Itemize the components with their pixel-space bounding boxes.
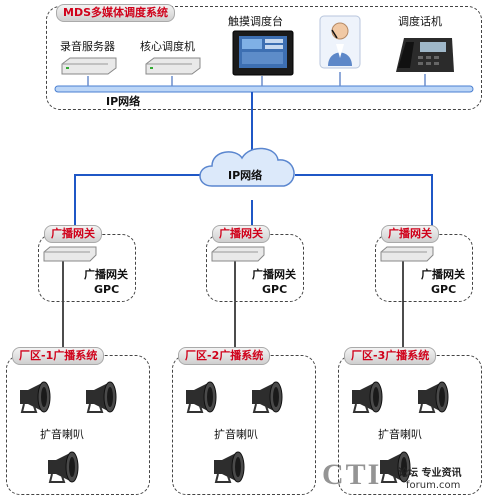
gateway-label-2: 广播网关 bbox=[252, 268, 296, 281]
watermark-logo: CTI bbox=[322, 458, 382, 491]
horn-speaker-icon bbox=[80, 380, 120, 414]
link-right bbox=[295, 174, 433, 230]
recording-server-label: 录音服务器 bbox=[60, 40, 115, 53]
horn-speaker-icon bbox=[14, 380, 54, 414]
gateway-device-icon-2 bbox=[210, 246, 266, 262]
gateway-model-2: GPC bbox=[262, 283, 288, 296]
mds-system-box bbox=[46, 6, 482, 110]
horn-speaker-icon bbox=[42, 450, 82, 484]
gateway-title-2: 广播网关 bbox=[212, 225, 270, 243]
horn-speaker-icon bbox=[412, 380, 452, 414]
gateway-device-icon-1 bbox=[42, 246, 98, 262]
gateway-model-1: GPC bbox=[94, 283, 120, 296]
speaker-label-2: 扩音喇叭 bbox=[214, 428, 258, 441]
watermark-text-2: forum.com bbox=[406, 480, 461, 491]
horn-speaker-icon bbox=[246, 380, 286, 414]
cloud-label: IP网络 bbox=[228, 169, 263, 182]
gateway-label-1: 广播网关 bbox=[84, 268, 128, 281]
recording-server-icon bbox=[60, 56, 118, 76]
touch-console-label: 触摸调度台 bbox=[228, 15, 283, 28]
speaker-label-1: 扩音喇叭 bbox=[40, 428, 84, 441]
horn-speaker-icon bbox=[208, 450, 248, 484]
gateway-title-1: 广播网关 bbox=[44, 225, 102, 243]
core-dispatcher-label: 核心调度机 bbox=[140, 40, 195, 53]
operator-headset-icon bbox=[318, 14, 362, 70]
core-dispatcher-icon bbox=[144, 56, 202, 76]
ip-bus-bar bbox=[54, 85, 474, 93]
ip-bus-label: IP网络 bbox=[106, 95, 141, 108]
device-drops bbox=[87, 72, 426, 86]
dispatch-phone-icon bbox=[392, 32, 456, 74]
cloud-icon bbox=[199, 147, 295, 187]
gateway-device-icon-3 bbox=[379, 246, 435, 262]
horn-speaker-icon bbox=[346, 380, 386, 414]
gateway-model-3: GPC bbox=[431, 283, 457, 296]
watermark: CTI 论坛 专业资讯 forum.com bbox=[322, 458, 488, 498]
zone-title-1: 厂区-1广播系统 bbox=[12, 347, 105, 365]
zone-title-3: 厂区-3广播系统 bbox=[344, 347, 437, 365]
watermark-text-1: 论坛 专业资讯 bbox=[398, 468, 462, 479]
link-left bbox=[74, 174, 210, 230]
mds-title: MDS多媒体调度系统 bbox=[56, 4, 175, 22]
zone-title-2: 厂区-2广播系统 bbox=[178, 347, 271, 365]
dispatch-phone-label: 调度话机 bbox=[398, 15, 442, 28]
gateway-title-3: 广播网关 bbox=[381, 225, 439, 243]
gateway-label-3: 广播网关 bbox=[421, 268, 465, 281]
speaker-label-3: 扩音喇叭 bbox=[378, 428, 422, 441]
gateway-zone-lines bbox=[62, 258, 404, 352]
horn-speaker-icon bbox=[180, 380, 220, 414]
touch-console-icon bbox=[232, 30, 294, 76]
horn-speaker-icon bbox=[374, 450, 414, 484]
